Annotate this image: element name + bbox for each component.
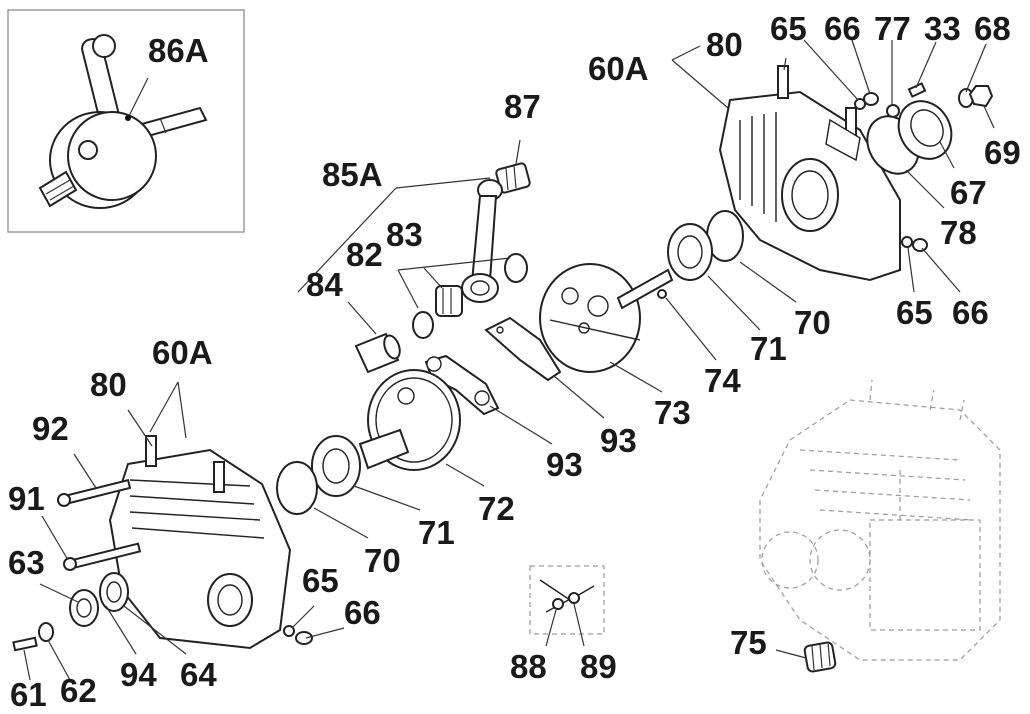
part-82-washer-lower bbox=[412, 311, 434, 339]
part-84-crank-pin bbox=[354, 332, 401, 374]
callout-70-left: 70 bbox=[364, 542, 401, 579]
part-66-top-plug bbox=[863, 92, 879, 106]
callout-89: 89 bbox=[580, 648, 617, 685]
part-65-top-seal bbox=[854, 98, 866, 110]
callout-77: 77 bbox=[874, 10, 911, 47]
callout-65-right: 65 bbox=[896, 294, 933, 331]
part-93-right-bracket bbox=[484, 316, 562, 382]
callout-65-top: 65 bbox=[770, 10, 807, 47]
callout-72: 72 bbox=[478, 490, 515, 527]
part-73-crank-half bbox=[539, 263, 674, 373]
part-65-bottom-seal bbox=[283, 625, 295, 637]
callout-70-right: 70 bbox=[794, 304, 831, 341]
callout-73: 73 bbox=[654, 394, 691, 431]
callout-83: 83 bbox=[386, 216, 423, 253]
callout-93-left: 93 bbox=[546, 446, 583, 483]
part-62-washer bbox=[38, 622, 54, 642]
callout-87: 87 bbox=[504, 88, 541, 125]
callout-33: 33 bbox=[924, 10, 961, 47]
callout-64: 64 bbox=[180, 656, 217, 693]
callout-85a: 85A bbox=[322, 156, 383, 193]
leader-lines bbox=[23, 39, 995, 681]
part-72-crank-half bbox=[358, 369, 461, 471]
part-87-needle-bearing bbox=[495, 162, 531, 194]
part-65-right-seal bbox=[901, 236, 913, 248]
part-77-cover bbox=[886, 104, 900, 118]
callout-66-right: 66 bbox=[952, 294, 989, 331]
callout-92: 92 bbox=[32, 410, 69, 447]
part-63-gear bbox=[69, 589, 99, 627]
callout-84: 84 bbox=[306, 266, 343, 303]
callout-66-top: 66 bbox=[824, 10, 861, 47]
callout-71-right: 71 bbox=[750, 330, 787, 367]
callout-61: 61 bbox=[10, 676, 47, 713]
part-33-screw bbox=[907, 82, 927, 98]
callout-67: 67 bbox=[950, 174, 987, 211]
callout-69: 69 bbox=[984, 134, 1021, 171]
part-71-left-bearing bbox=[311, 435, 361, 497]
callout-labels: 86A 87 85A 83 82 84 60A 80 65 66 77 33 6… bbox=[8, 10, 1021, 713]
part-69-nut bbox=[968, 85, 994, 108]
part-94-seal bbox=[99, 572, 129, 612]
detail-insert-88-89 bbox=[529, 565, 605, 635]
part-66-right-plug bbox=[912, 238, 928, 252]
part-91-bolt bbox=[63, 542, 142, 571]
callout-68: 68 bbox=[974, 10, 1011, 47]
callout-62: 62 bbox=[60, 672, 97, 709]
callout-60a-left: 60A bbox=[152, 334, 213, 371]
part-70-left-ring bbox=[276, 461, 318, 515]
part-82-washer-upper bbox=[504, 253, 528, 283]
callout-71-left: 71 bbox=[418, 514, 455, 551]
callout-78: 78 bbox=[940, 214, 977, 251]
crankshaft-assembled-drawing bbox=[38, 34, 208, 209]
inset-crankshaft-assembly bbox=[7, 9, 245, 233]
part-61-screw bbox=[12, 636, 38, 652]
callout-66-bottom: 66 bbox=[344, 594, 381, 631]
callout-80-left: 80 bbox=[90, 366, 127, 403]
part-74-key bbox=[657, 289, 667, 299]
callout-88: 88 bbox=[510, 648, 547, 685]
part-67-flange bbox=[897, 100, 953, 160]
part-75-spring bbox=[803, 641, 837, 673]
crankcase-right-half bbox=[718, 65, 901, 282]
part-83-bearing bbox=[435, 285, 463, 317]
callout-65-bottom: 65 bbox=[302, 562, 339, 599]
callout-91: 91 bbox=[8, 480, 45, 517]
callout-74: 74 bbox=[704, 362, 741, 399]
callout-80-right: 80 bbox=[706, 26, 743, 63]
engine-block-outline bbox=[759, 379, 1001, 661]
callout-63: 63 bbox=[8, 544, 45, 581]
callout-93-right: 93 bbox=[600, 422, 637, 459]
callout-75: 75 bbox=[730, 624, 767, 661]
part-66-bottom-plug bbox=[295, 631, 313, 645]
part-85a-connecting-rod bbox=[461, 179, 503, 303]
callout-82: 82 bbox=[346, 236, 383, 273]
part-71-right-bearing bbox=[667, 223, 713, 281]
part-92-bolt bbox=[57, 478, 132, 507]
callout-60a-right: 60A bbox=[588, 50, 649, 87]
crankcase-left-half bbox=[108, 435, 292, 650]
callout-94: 94 bbox=[120, 656, 157, 693]
callout-86a: 86A bbox=[148, 32, 209, 69]
